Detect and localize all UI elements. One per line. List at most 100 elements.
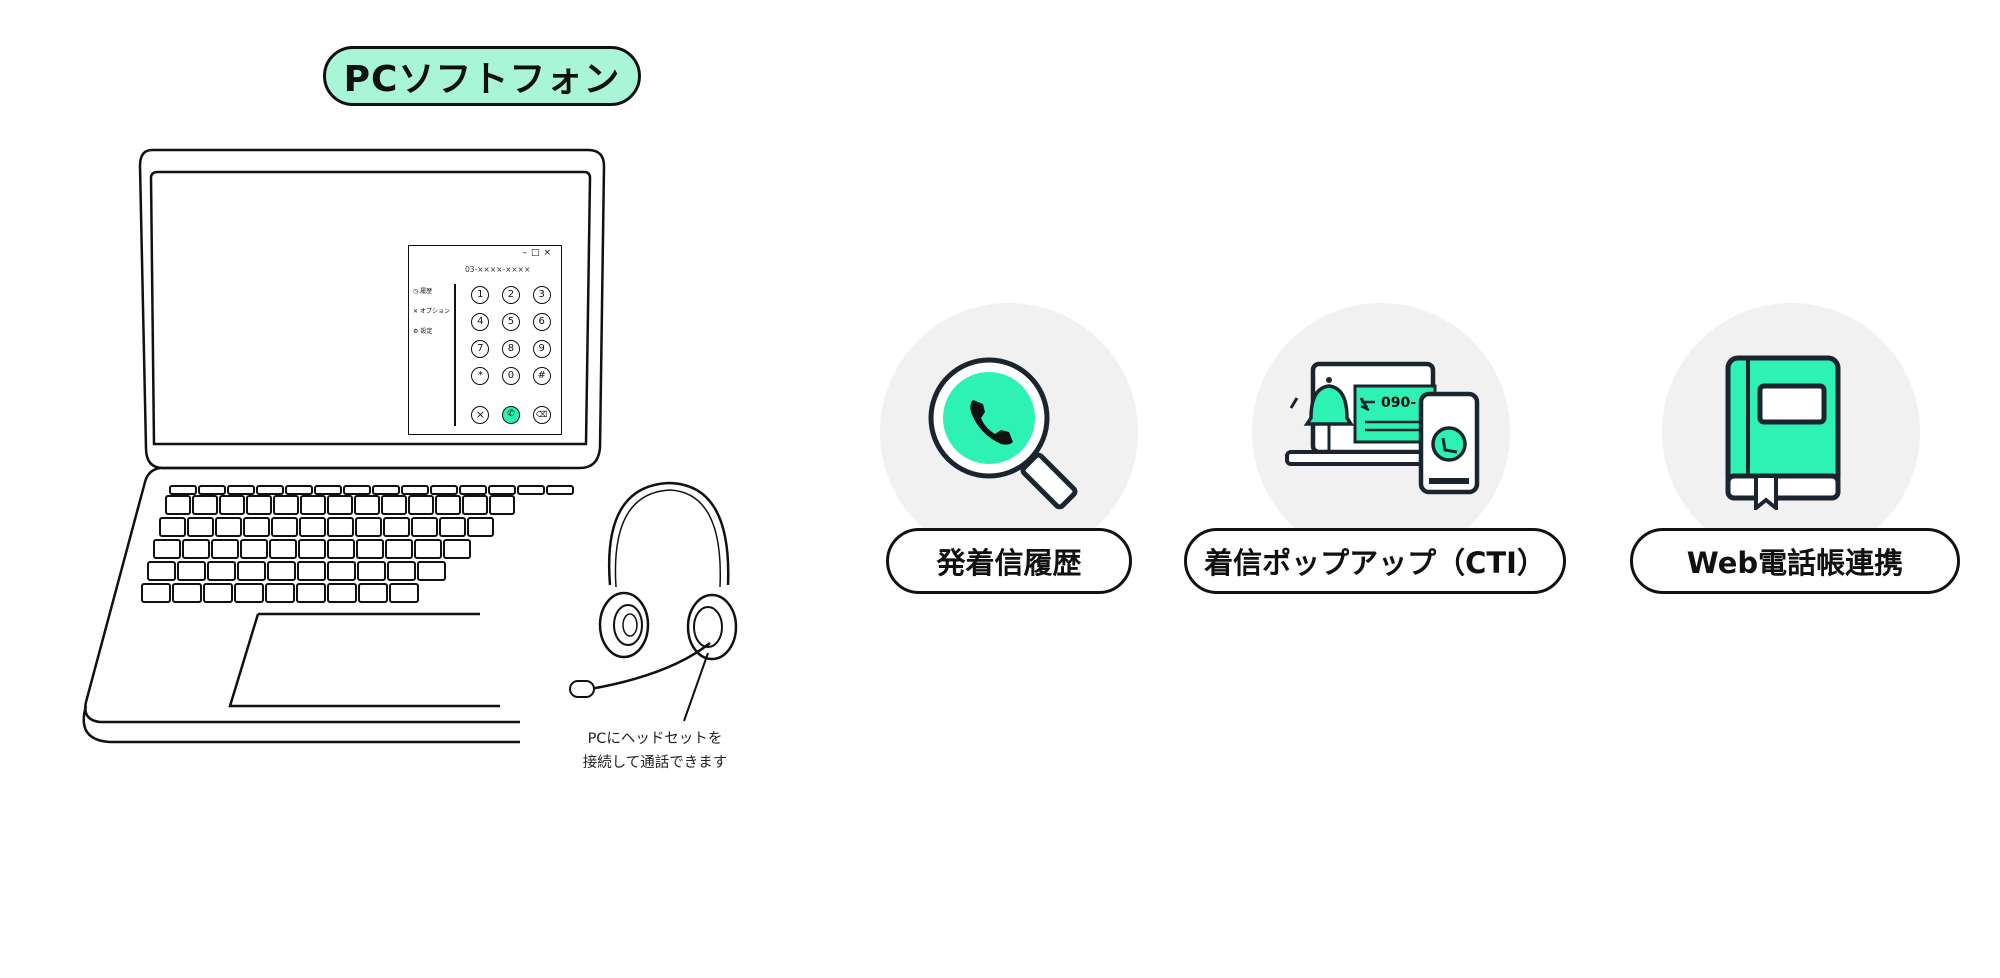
keyboard-key (207, 561, 236, 581)
keyboard-key (314, 485, 342, 495)
keyboard-key (385, 539, 413, 559)
feature-label-phonebook: Web電話帳連携 (1630, 528, 1960, 594)
call-controls: × ✆ ⌫ (465, 406, 557, 424)
dial-key-2[interactable]: 2 (501, 286, 520, 304)
minimize-icon[interactable]: – (522, 248, 531, 258)
keyboard-key (147, 561, 176, 581)
keyboard-key (327, 561, 356, 581)
tools-icon: ✕ (413, 308, 419, 315)
keyboard-key (271, 517, 298, 537)
dial-key-8[interactable]: 8 (501, 340, 520, 358)
keyboard-key (269, 539, 297, 559)
keyboard-key (430, 485, 458, 495)
keyboard-key (192, 495, 218, 515)
keyboard-key (355, 517, 382, 537)
keyboard-key (227, 485, 255, 495)
dial-key-4[interactable]: 4 (471, 313, 490, 331)
keyboard-key (203, 583, 233, 603)
page-title: PCソフトフォン (323, 46, 641, 106)
keyboard-key (215, 517, 242, 537)
menu-item-options[interactable]: ✕ オプション (413, 308, 450, 315)
keyboard-key (246, 495, 272, 515)
keyboard-key (243, 517, 270, 537)
keyboard-key (265, 583, 295, 603)
keyboard-key (408, 495, 434, 515)
keyboard-key (169, 485, 197, 495)
menu-item-settings[interactable]: ⚙ 設定 (413, 328, 433, 335)
clock-icon: ◷ (413, 288, 419, 295)
keyboard-key (285, 485, 313, 495)
window-controls: –□× (522, 248, 555, 258)
keyboard-key (298, 539, 326, 559)
keyboard-key (327, 517, 354, 537)
keyboard-key (443, 539, 471, 559)
menu-item-history[interactable]: ◷ 履歴 (413, 288, 433, 295)
incoming-popup-icon: 090- (1285, 361, 1480, 495)
keyboard-key (358, 583, 388, 603)
keyboard-key (327, 539, 355, 559)
dial-key-7[interactable]: 7 (471, 340, 490, 358)
keyboard-key (417, 561, 446, 581)
keyboard-key (411, 517, 438, 537)
dial-number: 03-××××-×××× (465, 265, 531, 274)
keyboard-key (356, 539, 384, 559)
keyboard-key (381, 495, 407, 515)
softphone-menu: ◷ 履歴 ✕ オプション ⚙ 設定 (413, 282, 450, 342)
menu-divider (454, 284, 456, 426)
keyboard-key (357, 561, 386, 581)
maximize-icon[interactable]: □ (530, 248, 544, 258)
keyboard-key (198, 485, 226, 495)
feature-label-history: 発着信履歴 (886, 528, 1132, 594)
close-icon[interactable]: × (543, 248, 555, 258)
dial-key-5[interactable]: 5 (501, 313, 520, 331)
dial-key-star[interactable]: * (471, 367, 490, 385)
keyboard-key (219, 495, 245, 515)
keyboard-key (401, 485, 429, 495)
keyboard-key (517, 485, 545, 495)
keyboard-key (234, 583, 264, 603)
dial-key-0[interactable]: 0 (501, 367, 520, 385)
phone-search-icon (928, 357, 1078, 510)
keyboard-key (159, 517, 186, 537)
backspace-button[interactable]: ⌫ (532, 406, 551, 424)
dial-key-9[interactable]: 9 (532, 340, 551, 358)
keyboard-key (414, 539, 442, 559)
keyboard-key (389, 583, 419, 603)
keyboard-key (372, 485, 400, 495)
keyboard-key (387, 561, 416, 581)
hangup-button[interactable]: × (471, 406, 490, 424)
phonebook-icon (1725, 355, 1841, 510)
keyboard-key (488, 485, 516, 495)
keyboard-key (383, 517, 410, 537)
keyboard-key (267, 561, 296, 581)
keyboard-key (489, 495, 515, 515)
keyboard-key (297, 561, 326, 581)
keyboard-key (296, 583, 326, 603)
keyboard-key (354, 495, 380, 515)
keyboard-key (165, 495, 191, 515)
keyboard-key (177, 561, 206, 581)
keyboard-key (237, 561, 266, 581)
keyboard-key (141, 583, 171, 603)
keyboard-key (299, 517, 326, 537)
dial-key-3[interactable]: 3 (532, 286, 551, 304)
keyboard-key (256, 485, 284, 495)
cti-number: 090- (1381, 395, 1416, 411)
keyboard-key (172, 583, 202, 603)
keyboard-key (343, 485, 371, 495)
headset-caption: PCにヘッドセットを 接続して通話できます (582, 731, 728, 771)
keyboard-key (327, 583, 357, 603)
dial-key-6[interactable]: 6 (532, 313, 551, 331)
keyboard-key (273, 495, 299, 515)
keyboard-key (459, 485, 487, 495)
call-button[interactable]: ✆ (501, 406, 520, 424)
dial-key-hash[interactable]: # (532, 367, 551, 385)
dial-key-1[interactable]: 1 (471, 286, 490, 304)
keyboard-key (467, 517, 494, 537)
headset-illustration (569, 481, 738, 722)
keyboard-key (153, 539, 181, 559)
keyboard-key (240, 539, 268, 559)
feature-label-cti: 着信ポップアップ（CTI） (1184, 528, 1566, 594)
